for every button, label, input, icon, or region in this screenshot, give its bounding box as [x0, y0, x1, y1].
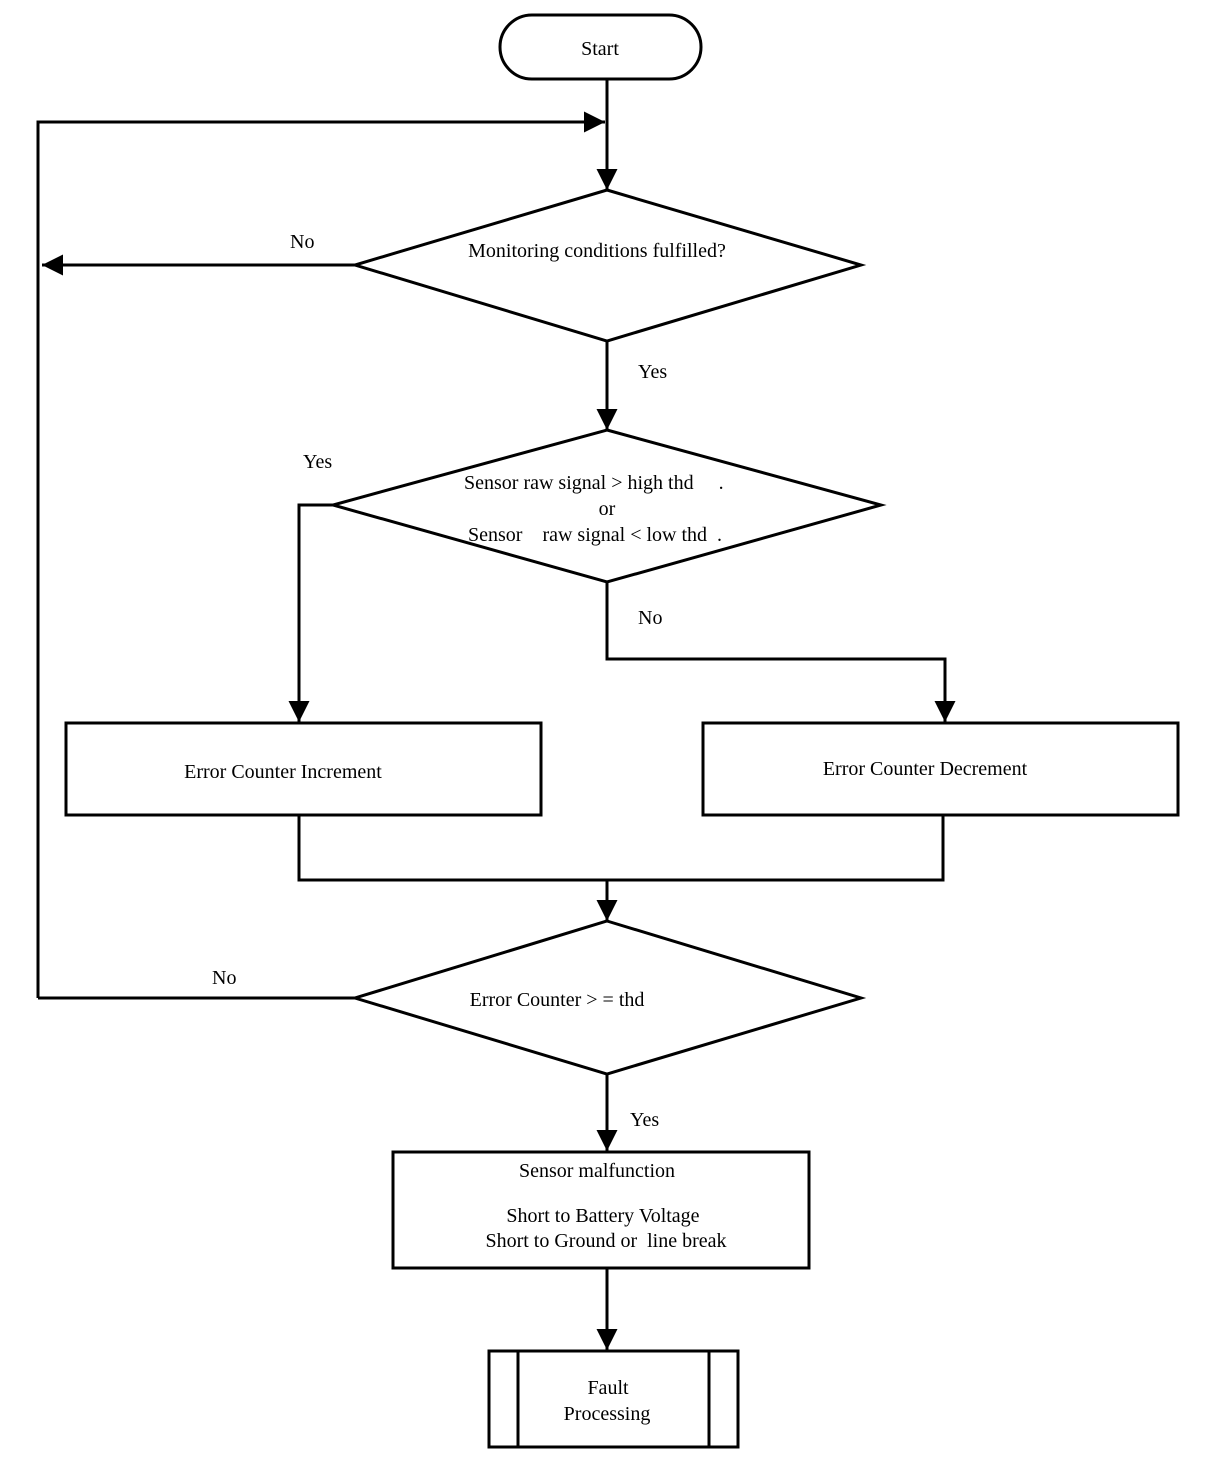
monitoring-label: Monitoring conditions fulfilled?: [468, 240, 726, 262]
connector-merge: [297, 815, 945, 882]
decrement-label: Error Counter Decrement: [823, 758, 1028, 780]
edge-label-counter-no: No: [212, 967, 236, 989]
sensor-check-line3: Sensor raw signal < low thd .: [468, 524, 722, 546]
monitoring-decision: [349, 188, 867, 343]
malfunction-line1: Short to Battery Voltage: [506, 1205, 699, 1227]
sensor-check-line1: Sensor raw signal > high thd .: [464, 472, 724, 494]
fault-label-line2: Processing: [564, 1403, 651, 1425]
start-terminal: [498, 13, 703, 81]
edge-label-sensor-no: No: [638, 607, 662, 629]
sensor-check-line2: or: [599, 498, 616, 520]
loop-back-top: [36, 111, 605, 998]
edge-label-sensor-yes: Yes: [303, 451, 332, 473]
connector-sensor-yes: [288, 503, 333, 722]
edge-label-monitoring-yes: Yes: [638, 361, 667, 383]
fault-processing-box: [487, 1349, 740, 1449]
decrement-box: [701, 721, 1180, 817]
increment-box: [64, 721, 543, 817]
edge-label-counter-yes: Yes: [630, 1109, 659, 1131]
connector-sensor-no: [605, 582, 956, 722]
malfunction-line2: Short to Ground or line break: [485, 1230, 726, 1252]
fault-label-line1: Fault: [587, 1377, 629, 1399]
start-label: Start: [581, 38, 619, 60]
counter-check-label: Error Counter > = thd: [470, 989, 645, 1011]
edge-label-monitoring-no: No: [290, 231, 314, 253]
malfunction-title: Sensor malfunction: [519, 1160, 675, 1182]
increment-label: Error Counter Increment: [184, 761, 382, 783]
malfunction-box: [391, 1150, 811, 1270]
